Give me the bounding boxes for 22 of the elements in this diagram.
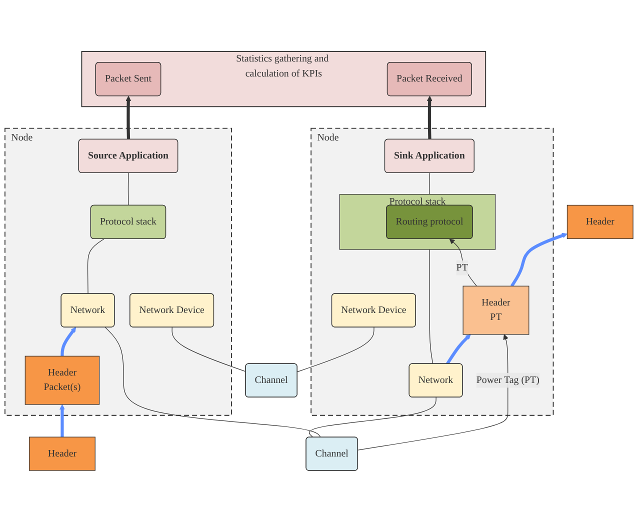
arrow [510, 232, 568, 287]
arrow [60, 327, 76, 356]
node-box: Header PT [462, 286, 530, 335]
arrow [126, 96, 132, 140]
arrow [449, 238, 477, 286]
connector [308, 397, 436, 438]
arrow [358, 334, 508, 450]
connector [429, 249, 434, 364]
arrow [446, 334, 471, 365]
node-box: Header Packet(s) [24, 356, 100, 405]
arrow [60, 404, 65, 438]
connector [128, 172, 129, 206]
connector [297, 327, 374, 372]
node-box: Header [29, 436, 96, 471]
connector [172, 327, 246, 372]
connector [429, 172, 430, 195]
edge-label: Power Tag (PT) [476, 374, 540, 386]
arrow [426, 96, 432, 140]
connector [87, 238, 104, 294]
edge-label: PT [456, 262, 468, 273]
connector [104, 327, 321, 438]
node-box: Header [566, 204, 634, 239]
